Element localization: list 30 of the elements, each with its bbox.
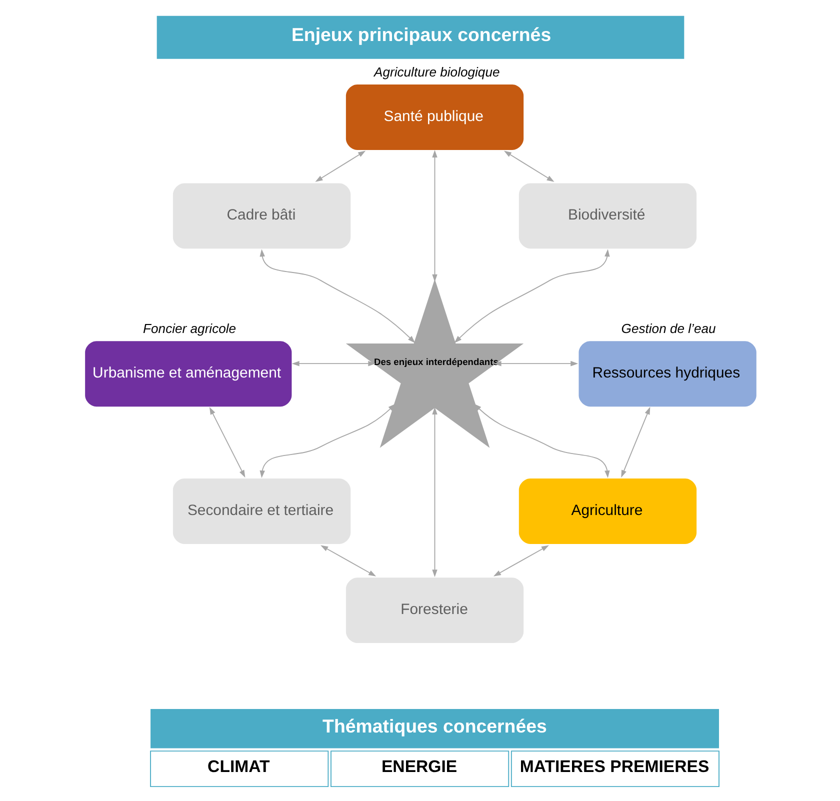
node-box: Santé publique (345, 84, 524, 150)
label: Thématiques concernées (322, 715, 546, 736)
arrow (454, 249, 610, 344)
node-label: Agriculture biologique (373, 64, 500, 80)
node-label: Gestion de l’eau (620, 320, 716, 336)
arrow (503, 150, 554, 182)
arrow (259, 404, 396, 478)
arrow (432, 150, 437, 282)
node-box: Foresterie (345, 578, 524, 644)
node-box: Urbanisme et aménagement (84, 341, 292, 407)
node-box: Ressources hydriques (578, 341, 756, 407)
node-box: Biodiversité (518, 183, 696, 249)
arrow (432, 407, 437, 578)
diagram-title: Enjeux principaux concernés (290, 24, 551, 46)
label: ENERGIE (380, 756, 457, 776)
label: CLIMAT (207, 756, 270, 776)
arrow (320, 545, 376, 576)
arrow (208, 406, 245, 478)
node-box: Agriculture (518, 478, 696, 544)
node-box: Cadre bâti (172, 183, 350, 249)
arrow (314, 150, 366, 182)
arrow (291, 360, 376, 366)
arrow (493, 360, 578, 366)
arrow (620, 406, 650, 478)
node-label: Foncier agricole (142, 320, 236, 336)
arrow (492, 545, 548, 576)
arrow (259, 249, 415, 344)
label: MATIERES PREMIERES (519, 756, 709, 776)
arrow (473, 404, 610, 478)
node-box: Secondaire et tertiaire (172, 478, 350, 544)
